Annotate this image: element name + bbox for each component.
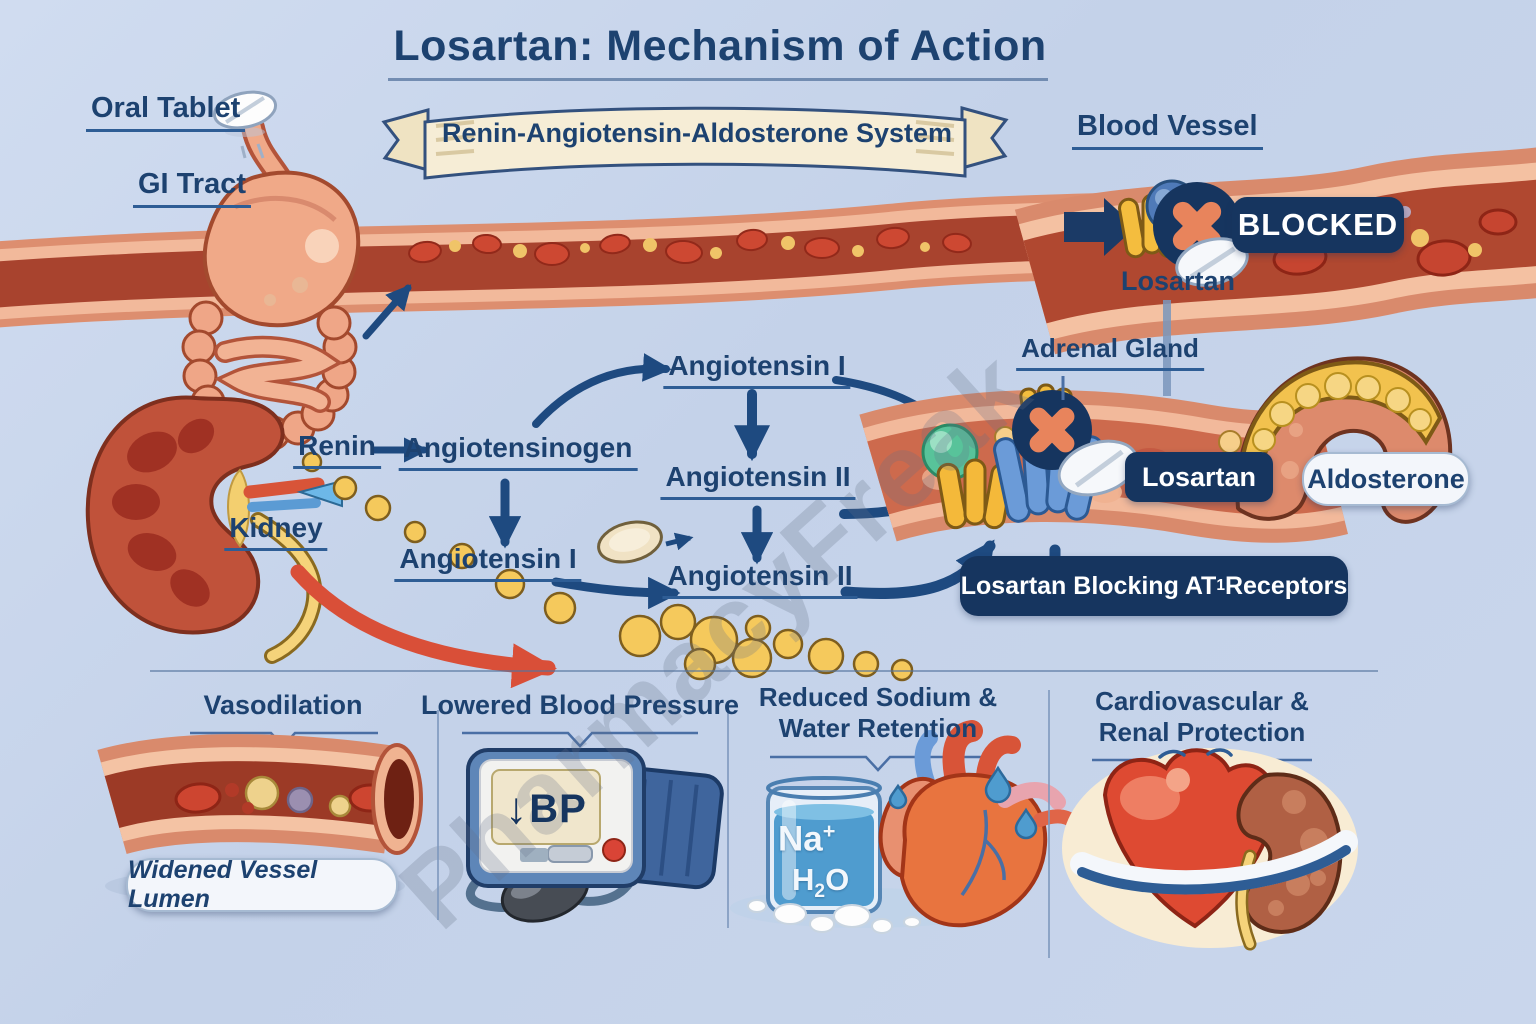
panel-title-line: Vasodilation bbox=[203, 690, 363, 720]
h2o-o: O bbox=[825, 862, 850, 897]
panel-divider-1 bbox=[437, 710, 439, 920]
label-gi-tract: GI Tract bbox=[133, 168, 251, 208]
protection-swoosh bbox=[1070, 748, 1358, 895]
title-underline bbox=[388, 78, 1048, 81]
oral-tablet-icon bbox=[212, 90, 278, 159]
label-renin: Renin bbox=[293, 430, 381, 469]
blocking-text-pre: Losartan Blocking AT bbox=[960, 571, 1217, 600]
blocked-receptor-site-top bbox=[1061, 179, 1249, 400]
panel-title-lowered-bp: Lowered Blood Pressure bbox=[421, 690, 739, 722]
na-sup: + bbox=[822, 818, 836, 843]
panel-title-line: Cardiovascular & bbox=[1095, 686, 1309, 716]
label-kidney: Kidney bbox=[224, 512, 328, 551]
fat-right-arrow-icon bbox=[1064, 198, 1136, 256]
panel-divider-2 bbox=[727, 702, 729, 928]
water-droplets bbox=[888, 765, 1038, 840]
plasma-particles bbox=[449, 236, 930, 259]
bp-monitor-illustration bbox=[465, 748, 724, 923]
label-adrenal-gland: Adrenal Gland bbox=[1016, 333, 1204, 371]
panel-title-vasodilation: Vasodilation bbox=[203, 690, 362, 722]
gi-tract-illustration bbox=[181, 116, 361, 451]
bp-screen-text: ↓ BP bbox=[494, 776, 598, 842]
na-base: Na bbox=[778, 819, 823, 859]
sodium-label: Na+ bbox=[778, 818, 835, 860]
excretion-arrow bbox=[290, 564, 557, 689]
water-label: H2O bbox=[792, 862, 849, 903]
label-losartan-top: Losartan bbox=[1120, 266, 1236, 296]
hormone-sphere-icon bbox=[921, 423, 979, 481]
label-angiotensin-ii-mid: Angiotensin II bbox=[660, 461, 856, 500]
page-title: Losartan: Mechanism of Action bbox=[393, 22, 1046, 71]
widened-lumen-badge: Widened Vessel Lumen bbox=[126, 856, 398, 913]
blocking-text-post: Receptors bbox=[1224, 571, 1348, 600]
renin-granules bbox=[301, 451, 914, 682]
label-blood-vessel: Blood Vessel bbox=[1072, 110, 1263, 150]
blocked-badge: BLOCKED bbox=[1232, 197, 1404, 253]
panel-title-line: Lowered Blood Pressure bbox=[420, 690, 740, 720]
label-angiotensin-i-bottom: Angiotensin I bbox=[394, 543, 582, 582]
renal-vein bbox=[247, 498, 321, 512]
losartan-badge: Losartan bbox=[1125, 452, 1273, 502]
losartan-tablet-icon bbox=[597, 520, 694, 564]
banner-title: Renin-Angiotensin-Aldosterone System bbox=[441, 118, 953, 148]
panel-title-cardio-renal: Cardiovascular & Renal Protection bbox=[1095, 686, 1309, 747]
kidney-illustration bbox=[85, 395, 557, 689]
h2o-sub: 2 bbox=[814, 881, 826, 903]
banner-ribbon bbox=[381, 106, 1009, 180]
adrenal-cap-bumps bbox=[1252, 372, 1432, 452]
blocking-text-sub: 1 bbox=[1216, 577, 1225, 594]
renal-pyramids bbox=[112, 418, 215, 607]
label-oral-tablet: Oral Tablet bbox=[86, 92, 246, 132]
label-angiotensinogen: Angiotensinogen bbox=[398, 432, 638, 471]
sodium-water-illustration bbox=[730, 720, 1087, 934]
title-emphasis: Losartan: bbox=[393, 22, 594, 70]
panel-title-sodium-water: Reduced Sodium & Water Retention bbox=[759, 682, 997, 743]
section-separator bbox=[150, 670, 1378, 672]
bp-device bbox=[466, 748, 646, 888]
aldosterone-badge: Aldosterone bbox=[1302, 452, 1470, 506]
panel-title-line: Water Retention bbox=[778, 712, 978, 743]
ribbon-fold-lines bbox=[435, 120, 955, 156]
blood-cells bbox=[408, 226, 972, 266]
blood-cells bbox=[174, 775, 392, 818]
salt-crystals bbox=[747, 899, 921, 934]
block-x-icon bbox=[1012, 390, 1092, 470]
heart-kidney-illustration bbox=[1062, 748, 1358, 951]
heart bbox=[878, 720, 1087, 928]
h2o-h: H bbox=[792, 862, 815, 897]
label-angiotensin-ii-bottom: Angiotensin II bbox=[662, 560, 858, 599]
label-angiotensin-i-top: Angiotensin I bbox=[663, 350, 851, 389]
panel-title-line: Renal Protection bbox=[1098, 716, 1306, 747]
renal-artery bbox=[243, 477, 325, 499]
panel-title-line: Reduced Sodium & bbox=[758, 682, 998, 712]
title-rest: Mechanism of Action bbox=[593, 22, 1047, 70]
panel-divider-3 bbox=[1048, 690, 1050, 958]
down-arrow-icon: ↓ bbox=[505, 784, 528, 833]
bp-screen-label: BP bbox=[529, 786, 587, 831]
